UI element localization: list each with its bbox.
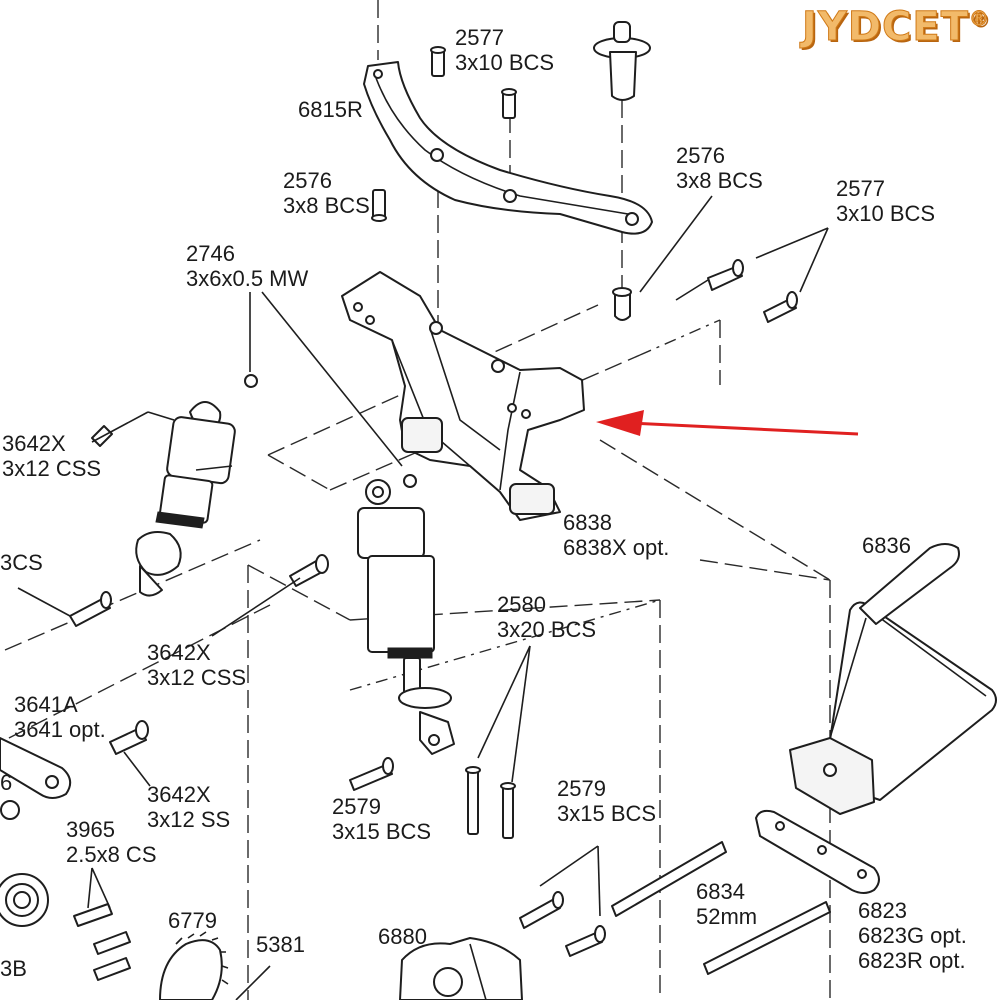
pins-lower-left: [73, 903, 131, 981]
label-edge-6: 6: [0, 770, 13, 795]
hinge-pin-and-mount: [611, 809, 880, 975]
shock-left: [135, 401, 236, 597]
label-6815r: 6815R: [298, 97, 363, 122]
shock-tower: [341, 271, 585, 521]
shock-right: [357, 479, 455, 755]
label-6836: 6836: [862, 533, 911, 558]
label-bcs-edge: 3CS: [0, 550, 43, 575]
suspension-link-left: [0, 737, 72, 799]
screws-middle: [69, 425, 606, 957]
label-6880: 6880: [378, 924, 427, 949]
label-6779: 6779: [168, 908, 217, 933]
leader-lines: [17, 195, 829, 1000]
pointer-arrow: [596, 410, 859, 436]
label-edge-3b: 3B: [0, 956, 27, 981]
upper-arm-right: [789, 543, 997, 815]
brand-logo: JYDCET®: [801, 4, 990, 51]
differential-housing: [399, 937, 523, 1000]
bearing: [0, 873, 49, 927]
screws-top: [371, 46, 798, 323]
body-post: [593, 21, 651, 321]
ring-gear: [159, 931, 229, 1000]
shock-tower-brace: [363, 61, 653, 235]
washers: [0, 374, 417, 820]
label-5381: 5381: [256, 932, 305, 957]
